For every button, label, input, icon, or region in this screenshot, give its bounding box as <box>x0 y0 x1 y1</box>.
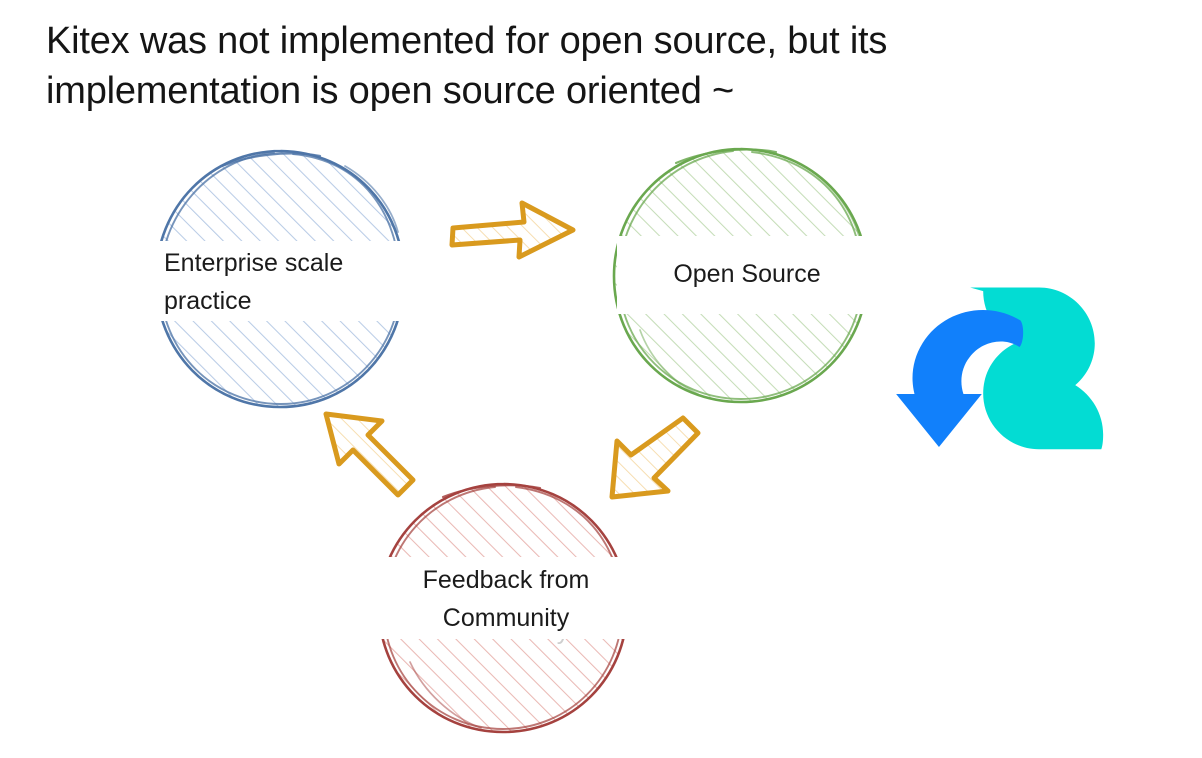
arrow-enterprise-to-opensource[interactable] <box>449 200 576 260</box>
node-circle-opensource[interactable] <box>612 147 869 404</box>
arrow-opensource-to-feedback[interactable] <box>609 415 701 500</box>
cloudwego-logo <box>884 286 1140 472</box>
cloudwego-logo-arrow-shape <box>896 309 1024 447</box>
page-title: Kitex was not implemented for open sourc… <box>46 16 1146 116</box>
node-circle-feedback[interactable] <box>377 482 629 734</box>
node-circle-enterprise[interactable] <box>154 149 406 409</box>
title-line-1: Kitex was not implemented for open sourc… <box>46 20 888 62</box>
title-line-2: implementation is open source oriented ~ <box>46 70 735 112</box>
arrow-feedback-to-enterprise[interactable] <box>323 411 416 498</box>
